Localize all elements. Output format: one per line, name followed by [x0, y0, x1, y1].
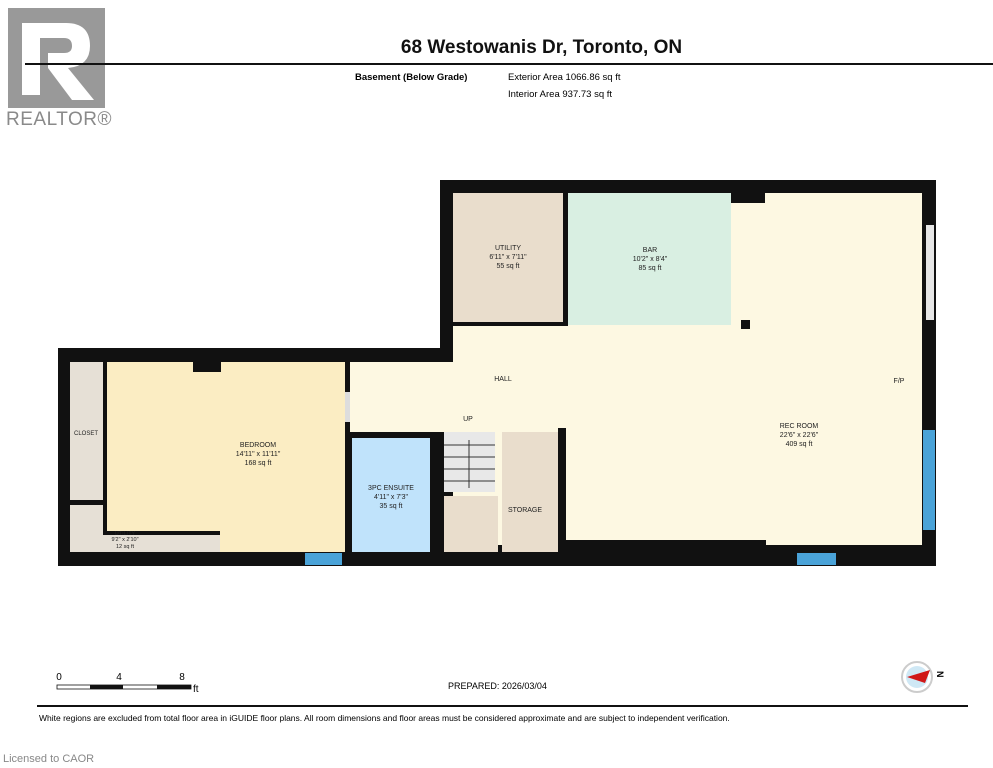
license-note: Licensed to CAOR: [3, 753, 95, 765]
stairs-up-label: UP: [463, 416, 473, 423]
bar-area: [568, 193, 731, 325]
disclaimer: White regions are excluded from total fl…: [39, 713, 730, 723]
compass-icon: N: [901, 661, 945, 693]
divider: [37, 705, 968, 707]
scale-bar: 0 4 8 ft: [56, 672, 199, 695]
svg-text:409 sq ft: 409 sq ft: [786, 441, 813, 448]
closet: [70, 362, 103, 500]
svg-text:3PC ENSUITE: 3PC ENSUITE: [368, 485, 414, 492]
wall: [566, 545, 936, 566]
svg-text:14'11" x 11'11": 14'11" x 11'11": [236, 451, 281, 458]
room-label-bedroom: BEDROOM 14'11" x 11'11" 168 sq ft: [236, 442, 281, 467]
svg-text:9'2" x 2'10": 9'2" x 2'10": [111, 537, 138, 543]
svg-text:6'11" x 7'11": 6'11" x 7'11": [489, 254, 527, 261]
realtor-wordmark: REALTOR®: [6, 109, 112, 130]
storage: [444, 496, 498, 552]
svg-text:35 sq ft: 35 sq ft: [380, 503, 403, 510]
svg-text:8: 8: [179, 672, 185, 683]
window: [923, 430, 935, 530]
svg-text:10'2" x 8'4": 10'2" x 8'4": [633, 256, 668, 263]
hall: [453, 322, 563, 362]
door: [345, 392, 350, 422]
room-label-storage: STORAGE: [508, 507, 542, 514]
storage: [502, 432, 558, 552]
wall: [453, 322, 568, 326]
wall: [563, 193, 568, 326]
divider: [25, 63, 993, 65]
svg-text:BAR: BAR: [643, 247, 657, 254]
svg-text:N: N: [935, 671, 945, 678]
svg-text:REC ROOM: REC ROOM: [780, 423, 819, 430]
window: [926, 225, 934, 320]
wall: [558, 428, 566, 566]
room-label-closet: CLOSET: [74, 431, 98, 437]
stair-treads: [444, 440, 495, 488]
ensuite: [352, 438, 430, 552]
room-label-hall: HALL: [494, 376, 512, 383]
window: [305, 553, 342, 565]
svg-text:BEDROOM: BEDROOM: [240, 442, 276, 449]
svg-text:4'11" x 7'3": 4'11" x 7'3": [374, 494, 408, 501]
room-label-ensuite: 3PC ENSUITE 4'11" x 7'3" 35 sq ft: [368, 485, 414, 510]
realtor-logo: [8, 8, 105, 108]
svg-text:85 sq ft: 85 sq ft: [639, 265, 662, 272]
wall: [731, 193, 765, 203]
column: [741, 320, 750, 329]
svg-text:55 sq ft: 55 sq ft: [497, 263, 520, 270]
hall: [350, 362, 460, 432]
page-title: 68 Westowanis Dr, Toronto, ON: [400, 37, 683, 58]
room-label-bar: BAR 10'2" x 8'4" 85 sq ft: [633, 247, 668, 272]
prepared-date: PREPARED: 2026/03/04: [448, 681, 547, 691]
svg-text:UTILITY: UTILITY: [495, 245, 521, 252]
svg-text:UTILITY: UTILITY: [115, 531, 136, 537]
exterior-area: Exterior Area 1066.86 sq ft: [508, 72, 621, 83]
utility-room: [453, 193, 563, 322]
svg-text:4: 4: [116, 672, 122, 683]
svg-text:22'6" x 22'6": 22'6" x 22'6": [780, 432, 819, 439]
wall: [566, 540, 766, 546]
wall: [193, 362, 221, 372]
svg-text:168 sq ft: 168 sq ft: [245, 460, 272, 467]
fireplace-label: F/P: [894, 378, 905, 385]
svg-text:ft: ft: [193, 684, 199, 695]
window: [797, 553, 836, 565]
svg-text:0: 0: [56, 672, 62, 683]
room-label-utility: UTILITY 6'11" x 7'11" 55 sq ft: [489, 245, 527, 270]
bedroom: [107, 505, 220, 531]
interior-area: Interior Area 937.73 sq ft: [508, 89, 613, 100]
svg-text:12 sq ft: 12 sq ft: [116, 544, 135, 550]
floor-name: Basement (Below Grade): [355, 72, 468, 83]
room-label-rec-room: REC ROOM 22'6" x 22'6" 409 sq ft: [780, 423, 819, 448]
